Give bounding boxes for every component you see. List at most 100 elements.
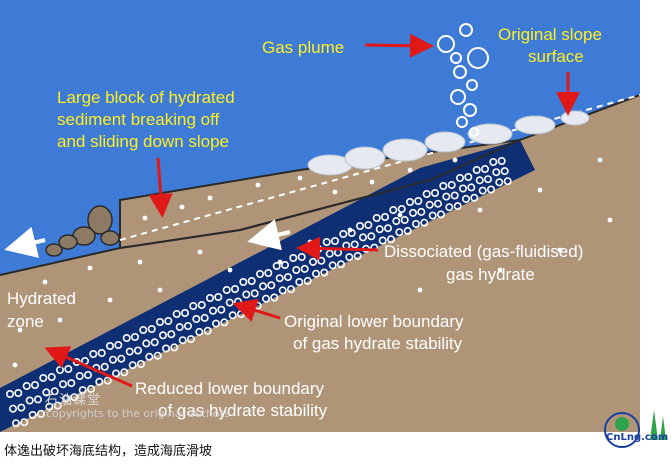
hydrate-bubble <box>436 210 445 219</box>
sediment-dot <box>307 239 313 245</box>
hydrate-bubble <box>295 277 304 286</box>
pointer-arrows <box>44 33 580 388</box>
hydrate-bubble <box>280 260 289 269</box>
hydrate-bubble <box>53 401 62 410</box>
label-original-lower-1: Original lower boundary <box>284 312 464 331</box>
hydrate-bubble <box>84 370 93 379</box>
hydrate-bubble <box>328 261 337 270</box>
hydrate-bubble <box>467 183 476 192</box>
label-original-slope-1: Original slope <box>498 25 602 44</box>
logo-text: CnLng.com <box>606 432 669 443</box>
hydrate-bubble <box>89 349 98 358</box>
hydrate-bubble <box>447 181 456 190</box>
hydrate-bubble <box>345 253 354 262</box>
hydrate-bubble <box>117 354 126 363</box>
right-margin <box>640 0 671 432</box>
sediment-dot <box>107 297 113 303</box>
label-gas-plume: Gas plume <box>262 38 345 57</box>
hydrate-bubble <box>255 269 264 278</box>
hydrate-bubble <box>106 341 115 350</box>
hydrate-bubble <box>478 186 487 195</box>
sediment-dot <box>197 249 203 255</box>
label-reduced-lower-2: of gas hydrate stability <box>158 401 328 420</box>
hydrate-bubble <box>439 182 448 191</box>
hydrate-bubble <box>353 252 362 261</box>
hydrate-bubble <box>300 264 309 273</box>
hydrate-bubble <box>247 276 256 285</box>
hydrate-bubble <box>267 281 276 290</box>
hydrate-bubble <box>425 200 434 209</box>
hydrate-bubble <box>97 348 106 357</box>
bottom-margin <box>0 432 671 460</box>
hydrate-bubble <box>364 221 373 230</box>
hydrate-bubble <box>58 380 67 389</box>
label-large-block-3: and sliding down slope <box>57 132 230 151</box>
label-dissociated-1: Dissociated (gas-fluidised) <box>384 242 584 261</box>
plume-bubble <box>466 79 478 91</box>
plume-bubble <box>469 127 479 137</box>
hydrate-bubble <box>87 384 96 393</box>
hydrate-bubble <box>450 191 459 200</box>
arrow-reduced-lower <box>44 346 133 388</box>
hydrate-bubble <box>112 369 121 378</box>
hydrate-bubble <box>39 373 48 382</box>
hydrate-bubble <box>470 193 479 202</box>
hydrate-bubble <box>242 290 251 299</box>
sediment-dot <box>142 215 148 221</box>
sediment-dot <box>57 317 63 323</box>
label-original-lower-2: of gas hydrate stability <box>293 334 463 353</box>
cnlng-logo-icon <box>604 410 666 448</box>
hydrate-bubble <box>67 379 76 388</box>
hydrate-bubble <box>472 166 481 175</box>
hydrate-bubble <box>172 309 181 318</box>
hydrate-bubble <box>411 219 420 228</box>
hydrate-bubble <box>372 214 381 223</box>
hydrate-bubble <box>445 203 454 212</box>
hydrate-bubble <box>497 157 506 166</box>
plume-bubble <box>450 52 462 64</box>
hydrate-bubble <box>145 352 154 361</box>
sediment-dot <box>332 189 338 195</box>
hydrate-bubble <box>159 331 168 340</box>
hydrate-bubble <box>261 294 270 303</box>
hydrate-bubble <box>397 205 406 214</box>
sediment-dot <box>369 179 375 185</box>
sediment-dot <box>397 212 403 218</box>
hydrate-bubble <box>114 340 123 349</box>
cloud-puffs <box>307 110 590 176</box>
hydrate-bubble <box>162 344 171 353</box>
hydrate-bubble <box>375 225 384 234</box>
label-original-slope-2: surface <box>528 47 584 66</box>
hydrate-bubble <box>417 207 426 216</box>
hydrate-bubble <box>134 346 143 355</box>
hydrate-bubble <box>420 218 429 227</box>
hydrate-bubble <box>150 338 159 347</box>
hydrate-bubble <box>311 269 320 278</box>
hydrate-bubble <box>270 293 279 302</box>
hydrate-bubble <box>178 336 187 345</box>
hydrate-bubble <box>153 351 162 360</box>
hydrate-bubble <box>231 284 240 293</box>
hydrate-bubble <box>405 198 414 207</box>
sediment-dot <box>597 157 603 163</box>
hydrate-bubble <box>278 286 287 295</box>
hydrate-bubble <box>347 229 356 238</box>
hydrate-bubble <box>12 419 21 428</box>
hydrate-bubble <box>264 268 273 277</box>
hydrate-bubble <box>131 332 140 341</box>
hydrate-bubble <box>181 308 190 317</box>
hydrate-bubble <box>480 165 489 174</box>
hydrate-bubble <box>20 418 29 427</box>
hydrate-bubble <box>464 173 473 182</box>
hydrate-bubble <box>336 260 345 269</box>
hydrate-bubble <box>167 330 176 339</box>
hydrate-bubble <box>286 285 295 294</box>
sediment-dot <box>255 182 261 188</box>
hydrate-bubble <box>120 368 129 377</box>
hydrate-bubble <box>392 217 401 226</box>
hydrate-bubble <box>442 192 451 201</box>
hydrate-bubble <box>164 316 173 325</box>
sediment-dot <box>87 265 93 271</box>
hydrate-bubble <box>383 224 392 233</box>
plume-bubble <box>450 89 466 105</box>
